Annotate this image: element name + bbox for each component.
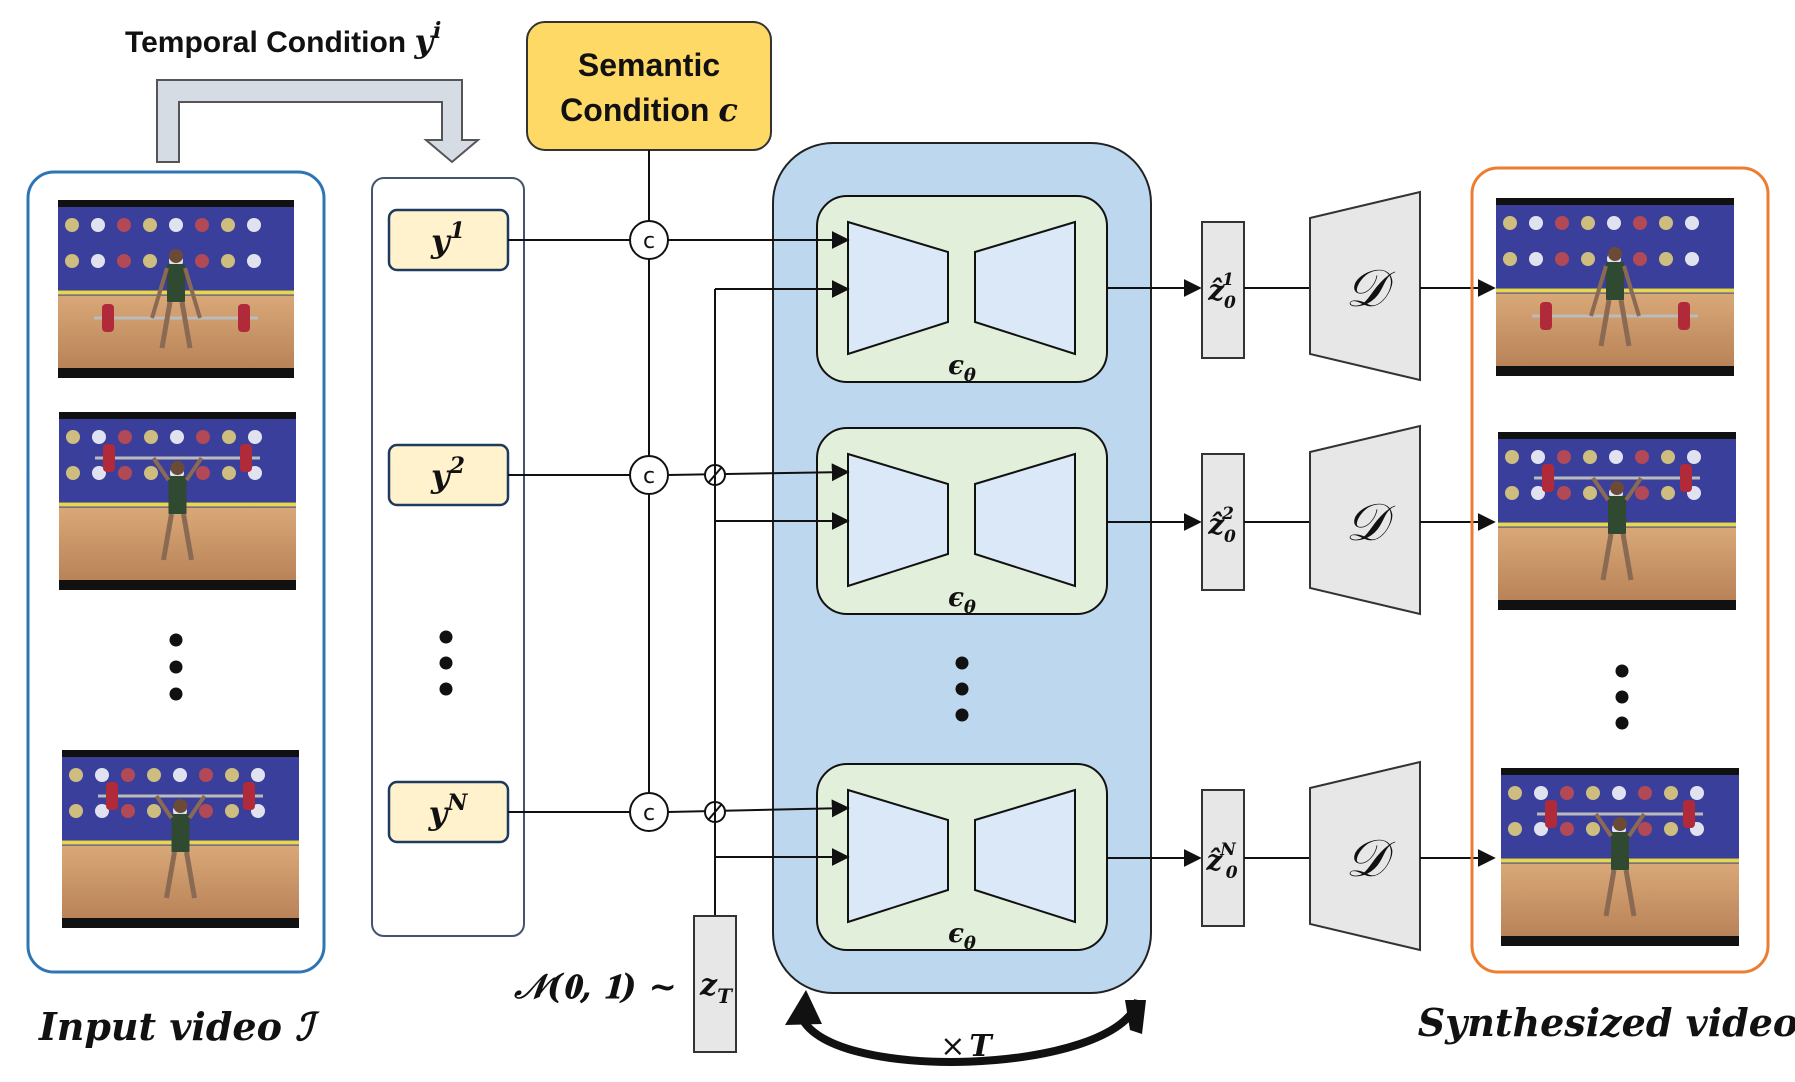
y-condition-label: y1	[430, 218, 465, 260]
epsilon-theta-label: ϵθ	[948, 351, 976, 386]
svg-text:Condition c: Condition c	[560, 91, 738, 129]
input-frame	[58, 200, 294, 378]
noise-distribution-label: 𝒩(𝟎, 𝟏) ~	[513, 967, 677, 1007]
svg-text:ẑN0: ẑN0	[1205, 840, 1237, 883]
y-condition-label: y2	[430, 453, 465, 495]
concat-node: c	[629, 220, 669, 260]
loop-arrow	[785, 990, 1146, 1066]
svg-text:ẑ10: ẑ10	[1207, 270, 1236, 313]
concat-node: c	[629, 792, 669, 832]
input-ellipsis	[169, 633, 183, 701]
input-frame	[59, 412, 296, 590]
decoder: 𝒟	[1309, 760, 1421, 952]
y-condition-box: yN	[387, 780, 510, 844]
output-frame	[1501, 768, 1739, 946]
svg-text:c: c	[643, 801, 655, 826]
svg-text:c: c	[643, 464, 655, 489]
output-frame	[1496, 198, 1734, 376]
unet-ellipsis	[955, 656, 969, 722]
input-frame	[62, 750, 299, 928]
decoder: 𝒟	[1309, 190, 1421, 382]
semantic-condition-box: Semantic Condition c	[526, 21, 772, 151]
unet-denoiser: ϵθ	[816, 427, 1108, 618]
concat-node: c	[629, 455, 669, 495]
y-condition-box: y1	[387, 208, 510, 272]
svg-text:zT: zT	[699, 968, 734, 1008]
noise-source: zT	[693, 289, 737, 1053]
output-ellipsis	[1615, 664, 1629, 730]
input-video-caption: Input video ℐ	[38, 1004, 320, 1049]
y-condition-label: yN	[428, 790, 469, 832]
epsilon-theta-label: ϵθ	[948, 583, 976, 618]
svg-text:Semantic: Semantic	[578, 47, 720, 83]
output-video-caption: Synthesized video	[1418, 1000, 1795, 1045]
epsilon-theta-label: ϵθ	[948, 919, 976, 954]
output-video-panel	[1470, 166, 1770, 974]
decoder: 𝒟	[1309, 424, 1421, 616]
svg-text:ẑ20: ẑ20	[1207, 504, 1236, 547]
temporal-condition-label: Temporal Condition yi	[125, 18, 441, 60]
y-condition-box: y2	[387, 443, 510, 507]
loop-label: ×T	[940, 1029, 994, 1064]
temporal-condition-arrow	[156, 79, 481, 164]
output-frame	[1498, 432, 1736, 610]
svg-text:c: c	[643, 229, 655, 254]
y-ellipsis	[439, 630, 453, 696]
unet-denoiser: ϵθ	[816, 763, 1108, 954]
unet-denoiser: ϵθ	[816, 195, 1108, 386]
temporal-condition-panel	[371, 177, 525, 937]
